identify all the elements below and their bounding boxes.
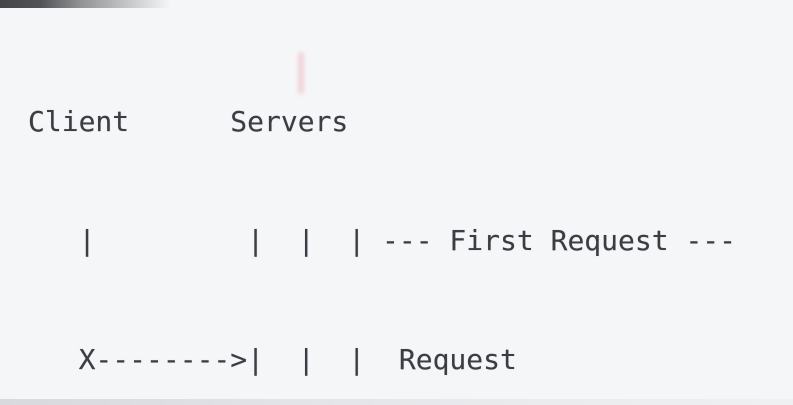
paxos-sequence-diagram: Client Servers | | | | --- First Request… <box>28 22 736 405</box>
diagram-actors-row: Client Servers <box>28 104 349 138</box>
diagram-row-first-request-phase: | | | | --- First Request --- <box>28 223 737 257</box>
video-artifact-top-band <box>0 0 250 8</box>
diagram-row-request: X-------->| | | Request <box>28 343 517 377</box>
